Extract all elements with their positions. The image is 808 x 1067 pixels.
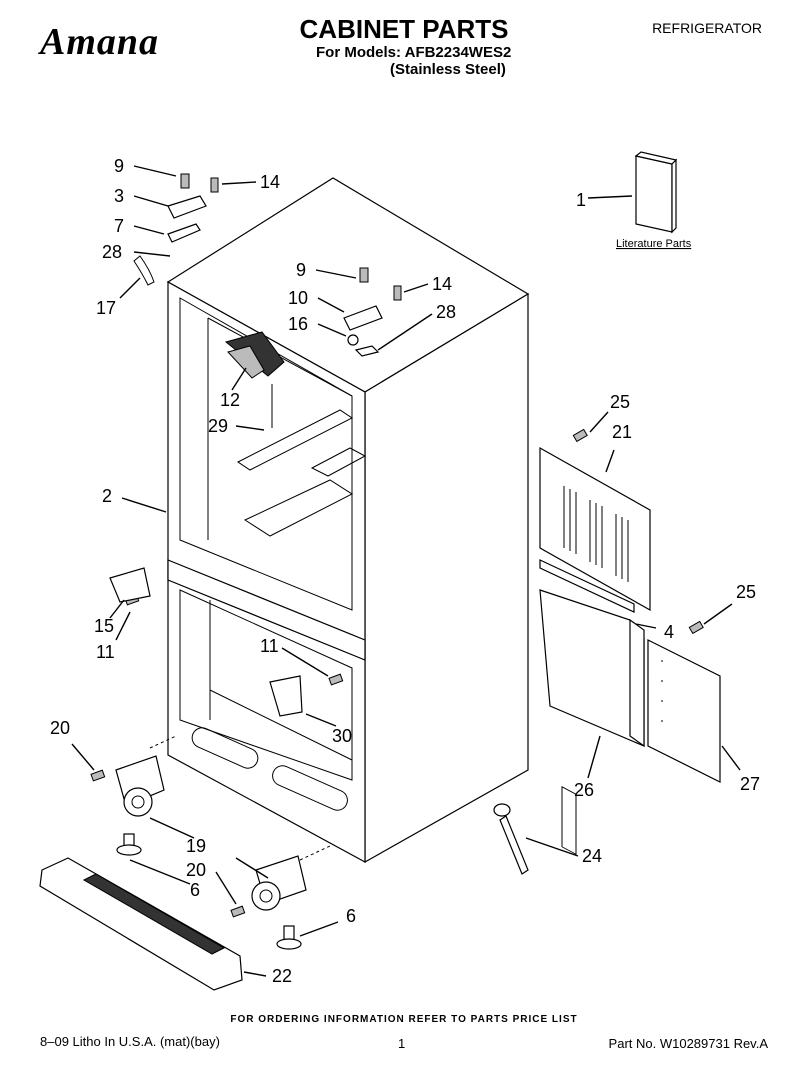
callout-7: 7 (114, 216, 124, 236)
page-number: 1 (398, 1036, 406, 1051)
callout-20-bottom: 20 (186, 860, 206, 880)
callout-6-right: 6 (346, 906, 356, 926)
leader-lines (71, 165, 741, 977)
left-top-hinge (133, 173, 219, 286)
callout-28-left: 28 (102, 242, 122, 262)
part-number: Part No. W10289731 Rev.A (608, 1036, 768, 1051)
callout-21: 21 (612, 422, 632, 442)
cabinet-shell (166, 177, 530, 864)
finish-line: (Stainless Steel) (390, 61, 506, 78)
rear-access-panel (539, 446, 651, 856)
air-seal (539, 559, 635, 613)
callout-27: 27 (740, 774, 760, 794)
callout-labels: 1 9 3 14 7 28 17 9 14 10 16 28 12 29 2 2… (50, 156, 760, 986)
callout-19: 19 (186, 836, 206, 856)
callout-15: 15 (94, 616, 114, 636)
base-grille (39, 857, 243, 991)
callout-26: 26 (574, 780, 594, 800)
brand-logo: Amana (40, 21, 160, 63)
callout-14-right: 14 (432, 274, 452, 294)
left-roller-assembly (115, 735, 177, 856)
callout-9-left: 9 (114, 156, 124, 176)
literature-book (634, 151, 678, 234)
right-roller-assembly (251, 845, 331, 950)
callout-25-top: 25 (610, 392, 630, 412)
callout-30: 30 (332, 726, 352, 746)
model-info: For Models: AFB2234WES2 (Stainless Steel… (316, 44, 511, 78)
callout-9-right: 9 (296, 260, 306, 280)
freezer-brackets (109, 567, 303, 717)
callout-11-center: 11 (260, 636, 279, 656)
print-info: 8–09 Litho In U.S.A. (mat)(bay) (40, 1034, 220, 1049)
callout-6-left: 6 (190, 880, 200, 900)
ordering-note: FOR ORDERING INFORMATION REFER TO PARTS … (230, 1014, 578, 1025)
callout-10: 10 (288, 288, 308, 308)
callout-25-right: 25 (736, 582, 756, 602)
leveling-wrench (493, 803, 529, 875)
callout-12: 12 (220, 390, 240, 410)
callout-4: 4 (664, 622, 674, 642)
callout-29: 29 (208, 416, 228, 436)
rear-cover (539, 589, 645, 748)
callout-28-right: 28 (436, 302, 456, 322)
callout-24: 24 (582, 846, 602, 866)
callout-20-left: 20 (50, 718, 70, 738)
right-top-hinge (343, 267, 402, 357)
page-title: CABINET PARTS (299, 14, 509, 44)
control-housing (224, 331, 285, 428)
callout-3: 3 (114, 186, 124, 206)
callout-22: 22 (272, 966, 292, 986)
callout-1: 1 (576, 190, 586, 210)
callout-17: 17 (96, 298, 116, 318)
models-line: For Models: AFB2234WES2 (316, 44, 512, 61)
side-panel (647, 639, 721, 783)
callout-11-left: 11 (96, 642, 115, 662)
literature-label: Literature Parts (616, 238, 692, 250)
callout-14-left: 14 (260, 172, 280, 192)
callout-16: 16 (288, 314, 308, 334)
callout-2: 2 (102, 486, 112, 506)
category-label: REFRIGERATOR (652, 20, 762, 36)
